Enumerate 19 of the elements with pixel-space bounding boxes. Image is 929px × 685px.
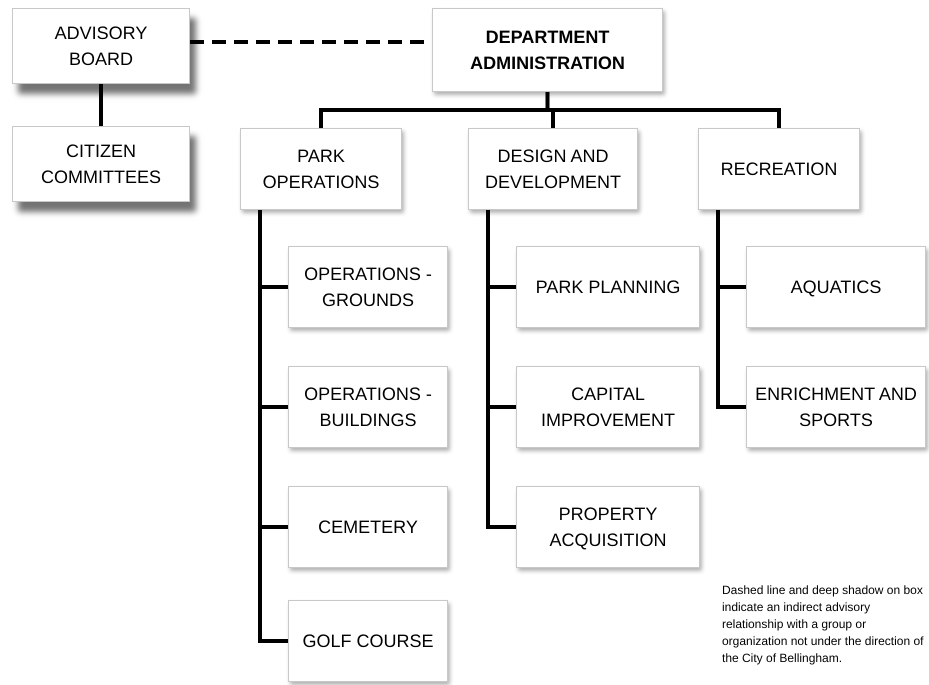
org-box: PROPERTY ACQUISITION xyxy=(516,486,700,568)
org-box: PARK PLANNING xyxy=(516,246,700,328)
note-text: Dashed line and deep shadow on box indicate an indirect advisory relationship with a group or organization not under the direction of the City of Bellingham. xyxy=(722,582,924,667)
org-box: CAPITAL IMPROVEMENT xyxy=(516,366,700,448)
org-box: AQUATICS xyxy=(746,246,926,328)
org-box: GOLF COURSE xyxy=(288,600,448,682)
connector-line xyxy=(99,84,103,126)
org-box: OPERATIONS - BUILDINGS xyxy=(288,366,448,448)
connector-line xyxy=(486,210,516,529)
org-box: CEMETERY xyxy=(288,486,448,568)
connector-line xyxy=(258,210,288,643)
org-box: RECREATION xyxy=(698,128,860,210)
org-box: DEPARTMENT ADMINISTRATION xyxy=(432,8,663,92)
org-box: CITIZEN COMMITTEES xyxy=(12,126,190,202)
org-box: OPERATIONS - GROUNDS xyxy=(288,246,448,328)
org-box: ADVISORY BOARD xyxy=(12,8,190,84)
org-box: PARK OPERATIONS xyxy=(240,128,402,210)
org-box: DESIGN AND DEVELOPMENT xyxy=(468,128,638,210)
org-box: ENRICHMENT AND SPORTS xyxy=(746,366,926,448)
